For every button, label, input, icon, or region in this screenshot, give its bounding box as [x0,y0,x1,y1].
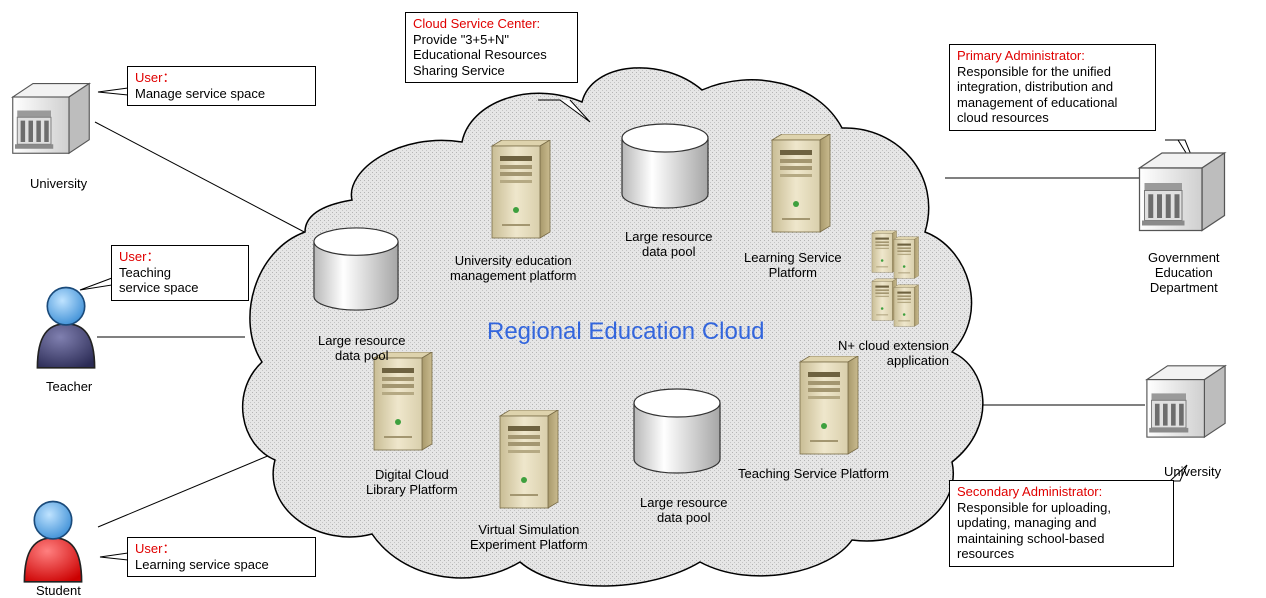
data-pool-left-icon [313,227,399,311]
callout-primary-admin: Primary Administrator: Responsible for t… [949,44,1156,131]
callout-title: User： [135,541,176,556]
callout-body: Provide "3+5+N" Educational Resources Sh… [413,31,547,78]
university-building-left-icon [12,82,90,154]
link-student [97,454,271,528]
tail-user-university [97,82,129,96]
n-cloud-label: N+ cloud extension application [838,338,949,368]
data-pool-left-label: Large resource data pool [318,333,406,363]
university-platform-server-icon [491,140,551,239]
connector-lines [94,121,1145,528]
tail-cloud-center [538,99,591,123]
callout-title: Primary Administrator: [957,48,1085,63]
university-right-label: University [1164,464,1222,479]
callout-body: Learning service space [135,556,269,572]
data-pool-bottom-icon [633,388,721,474]
teaching-platform-server-icon [799,356,859,455]
callout-title: User： [119,249,160,264]
callout-user-student: User： Learning service space [127,537,316,577]
cloud-title: Regional Education Cloud [487,318,765,345]
callout-user-university: User： Manage service space [127,66,316,106]
data-pool-top-icon [621,123,709,209]
university-building-right-icon [1146,365,1226,438]
teacher-label: Teacher [46,379,93,394]
callout-body: Responsible for uploading, updating, man… [957,499,1111,562]
virtual-sim-server-icon [499,410,559,509]
government-label: Government Education Department [1148,250,1220,295]
digital-library-label: Digital Cloud Library Platform [366,467,458,497]
digital-library-server-icon [373,352,433,451]
learning-platform-label: Learning Service Platform [744,250,842,280]
teacher-person-icon [36,286,96,369]
link-university-left [94,121,311,236]
callout-title: Secondary Administrator: [957,484,1103,499]
university-left-label: University [30,176,88,191]
tail-user-student [99,548,129,561]
virtual-sim-label: Virtual Simulation Experiment Platform [470,522,588,552]
student-person-icon [23,500,83,583]
callout-user-teacher: User： Teaching service space [111,245,249,301]
callout-body: Manage service space [135,85,266,101]
student-label: Student [36,583,81,598]
learning-platform-server-icon [771,134,831,233]
callout-title: User： [135,70,176,85]
data-pool-top-label: Large resource data pool [625,229,713,259]
tail-user-teacher [79,270,113,291]
callout-secondary-admin: Secondary Administrator: Responsible for… [949,480,1174,567]
data-pool-bottom-label: Large resource data pool [640,495,728,525]
university-platform-label: University education management platform [450,253,577,283]
government-building-icon [1138,152,1226,232]
callout-body: Teaching service space [119,264,199,296]
callout-cloud-service-center: Cloud Service Center: Provide "3+5+N" Ed… [405,12,578,83]
callout-title: Cloud Service Center: [413,16,541,31]
callout-body: Responsible for the unified integration,… [957,63,1118,126]
teaching-platform-label: Teaching Service Platform [738,466,890,481]
